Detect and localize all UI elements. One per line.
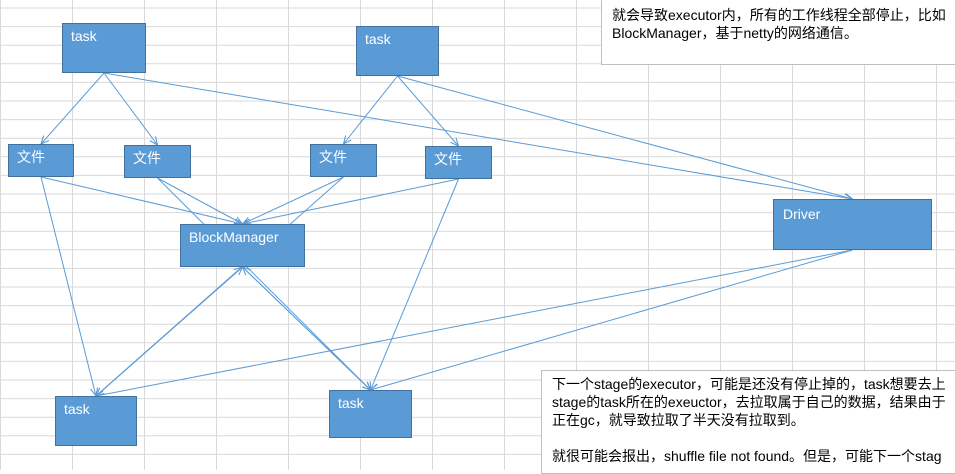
- task-box-4: task: [329, 390, 412, 438]
- task-box-3: task: [55, 396, 137, 446]
- note-top-line-1: 就会导致executor内，所有的工作线程全部停止，比如: [612, 7, 946, 23]
- file-box-4: 文件: [425, 146, 492, 179]
- file-box-1: 文件: [8, 144, 74, 177]
- note-bottom-line-5: 就很可能会报出，shuffle file not found。但是，可能下一个s…: [552, 448, 942, 464]
- note-bottom-line-2: stage的task所在的exeuctor，去拉取属于自己的数据，结果由于: [552, 394, 946, 410]
- note-bottom-line-1: 下一个stage的executor，可能是还没有停止掉的，task想要去上: [552, 376, 946, 392]
- file-box-3: 文件: [310, 144, 377, 177]
- note-bottom-spacer: [552, 429, 955, 447]
- driver-box: Driver: [773, 199, 932, 250]
- note-bottom: 下一个stage的executor，可能是还没有停止掉的，task想要去上 st…: [541, 370, 955, 474]
- file-box-2: 文件: [124, 145, 191, 178]
- note-top: 就会导致executor内，所有的工作线程全部停止，比如 BlockManage…: [601, 0, 955, 65]
- blockmanager-box: BlockManager: [180, 224, 305, 267]
- note-bottom-line-3: 正在gc，就导致拉取了半天没有拉取到。: [552, 412, 805, 428]
- task-box-1: task: [62, 23, 146, 73]
- note-top-line-2: BlockManager，基于netty的网络通信。: [612, 25, 858, 41]
- task-box-2: task: [356, 26, 439, 76]
